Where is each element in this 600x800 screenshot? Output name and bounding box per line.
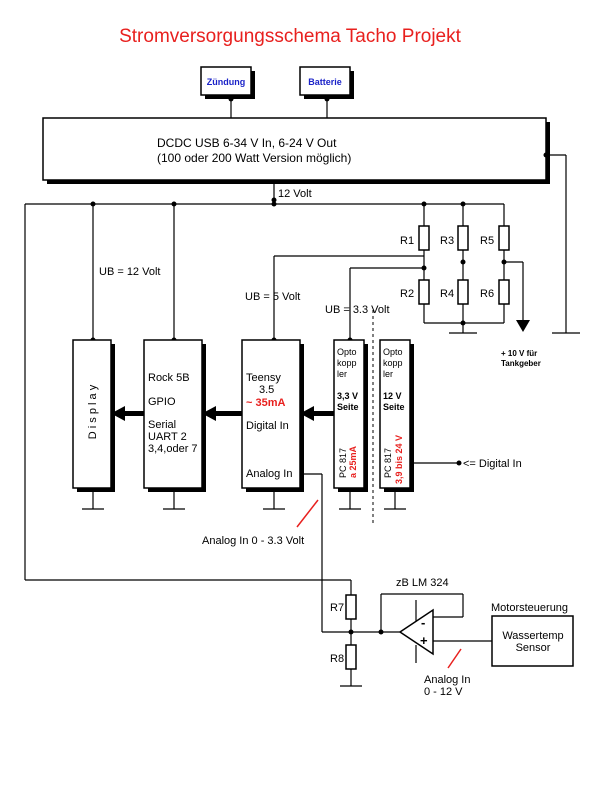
analog-in-012-label-2: 0 - 12 V bbox=[424, 686, 463, 698]
opto1-l1: Opto bbox=[337, 347, 357, 357]
label-r5: R5 bbox=[480, 235, 494, 247]
resistor-r3 bbox=[457, 225, 469, 251]
zuendung-label: Zündung bbox=[207, 77, 245, 87]
opto1-current: a 25mA bbox=[348, 445, 358, 478]
rock-l1: Rock 5B bbox=[148, 372, 190, 384]
lm324-label: zB LM 324 bbox=[396, 577, 449, 589]
teensy-l2: 3.5 bbox=[259, 384, 274, 396]
ub33-label: UB = 3.3 Volt bbox=[325, 304, 390, 316]
resistor-r2 bbox=[418, 279, 430, 305]
teensy-l1: Teensy bbox=[246, 372, 281, 384]
opto2-side1: 12 V bbox=[383, 391, 402, 401]
opamp-lm324: - + zB LM 324 bbox=[351, 577, 492, 663]
zuendung-box: Zündung bbox=[200, 66, 255, 99]
data-arrows bbox=[111, 406, 334, 421]
resistor-r4 bbox=[457, 279, 469, 305]
tankgeber-label-2: Tankgeber bbox=[501, 359, 541, 368]
motorsteuerung-label: Motorsteuerung bbox=[491, 602, 568, 614]
batterie-box: Batterie bbox=[299, 66, 354, 99]
label-r7: R7 bbox=[330, 602, 344, 614]
opto2-l2: kopp bbox=[383, 358, 403, 368]
label-r4: R4 bbox=[440, 288, 454, 300]
label-r2: R2 bbox=[400, 288, 414, 300]
label-r8: R8 bbox=[330, 653, 344, 665]
rock-l5: 3,4,oder 7 bbox=[148, 443, 198, 455]
teensy-digital-in: Digital In bbox=[246, 420, 289, 432]
resistor-r7 bbox=[345, 594, 357, 620]
opto2-pc: PC 817 bbox=[383, 448, 393, 478]
page-title: Stromversorgungsschema Tacho Projekt bbox=[119, 26, 462, 47]
resistor-r6 bbox=[498, 279, 510, 305]
digital-in-label: <= Digital In bbox=[463, 458, 522, 470]
rock5b-block: Rock 5B GPIO Serial UART 2 3,4,oder 7 bbox=[143, 339, 206, 492]
teensy-block: Teensy 3.5 ~ 35mA Digital In Analog In bbox=[241, 339, 304, 492]
wassertemp-sensor-block: Wassertemp Sensor bbox=[491, 615, 574, 667]
analog-in-012-label-1: Analog In bbox=[424, 674, 470, 686]
dcdc-line2: (100 oder 200 Watt Version möglich) bbox=[157, 151, 351, 165]
analog-in-033-label: Analog In 0 - 3.3 Volt bbox=[202, 535, 304, 547]
ub5-label: UB = 5 Volt bbox=[245, 291, 300, 303]
opto2-side2: Seite bbox=[383, 402, 405, 412]
sensor-l2: Sensor bbox=[516, 642, 551, 654]
label-12-volt: 12 Volt bbox=[278, 188, 312, 200]
optocoupler-12v-block: Opto kopp ler 12 V Seite PC 817 3,9 bis … bbox=[379, 339, 414, 492]
opto1-pc: PC 817 bbox=[338, 448, 348, 478]
opto1-side2: Seite bbox=[337, 402, 359, 412]
opto2-l3: ler bbox=[383, 369, 393, 379]
batterie-label: Batterie bbox=[308, 77, 342, 87]
voltage-divider: R7 R8 bbox=[330, 580, 362, 687]
tankgeber-label-1: + 10 V für bbox=[501, 349, 537, 358]
sensor-l1: Wassertemp bbox=[502, 630, 563, 642]
rock-l3: Serial bbox=[148, 419, 176, 431]
display-block: D i s p l a y bbox=[72, 339, 115, 492]
resistor-r8 bbox=[345, 644, 357, 670]
optocoupler-3v3-block: Opto kopp ler 3,3 V Seite PC 817 a 25mA bbox=[333, 339, 368, 492]
opto1-l2: kopp bbox=[337, 358, 357, 368]
label-r1: R1 bbox=[400, 235, 414, 247]
resistor-r5 bbox=[498, 225, 510, 251]
opto1-l3: ler bbox=[337, 369, 347, 379]
display-label: D i s p l a y bbox=[87, 384, 99, 439]
dcdc-line1: DCDC USB 6-34 V In, 6-24 V Out bbox=[157, 136, 337, 150]
label-r6: R6 bbox=[480, 288, 494, 300]
opto2-current: 3,9 bis 24 V bbox=[394, 435, 404, 484]
rock-l4: UART 2 bbox=[148, 431, 187, 443]
label-r3: R3 bbox=[440, 235, 454, 247]
opto1-side1: 3,3 V bbox=[337, 391, 358, 401]
resistor-network: R1 R2 R3 R4 R5 R6 bbox=[400, 204, 530, 334]
opamp-plus: + bbox=[420, 633, 428, 648]
opto2-l1: Opto bbox=[383, 347, 403, 357]
resistor-r1 bbox=[418, 225, 430, 251]
dcdc-converter-box: DCDC USB 6-34 V In, 6-24 V Out (100 oder… bbox=[42, 117, 550, 184]
teensy-analog-in: Analog In bbox=[246, 468, 292, 480]
rock-l2: GPIO bbox=[148, 396, 176, 408]
teensy-current: ~ 35mA bbox=[246, 397, 285, 409]
opamp-minus: - bbox=[421, 615, 425, 630]
ub12-label: UB = 12 Volt bbox=[99, 266, 160, 278]
